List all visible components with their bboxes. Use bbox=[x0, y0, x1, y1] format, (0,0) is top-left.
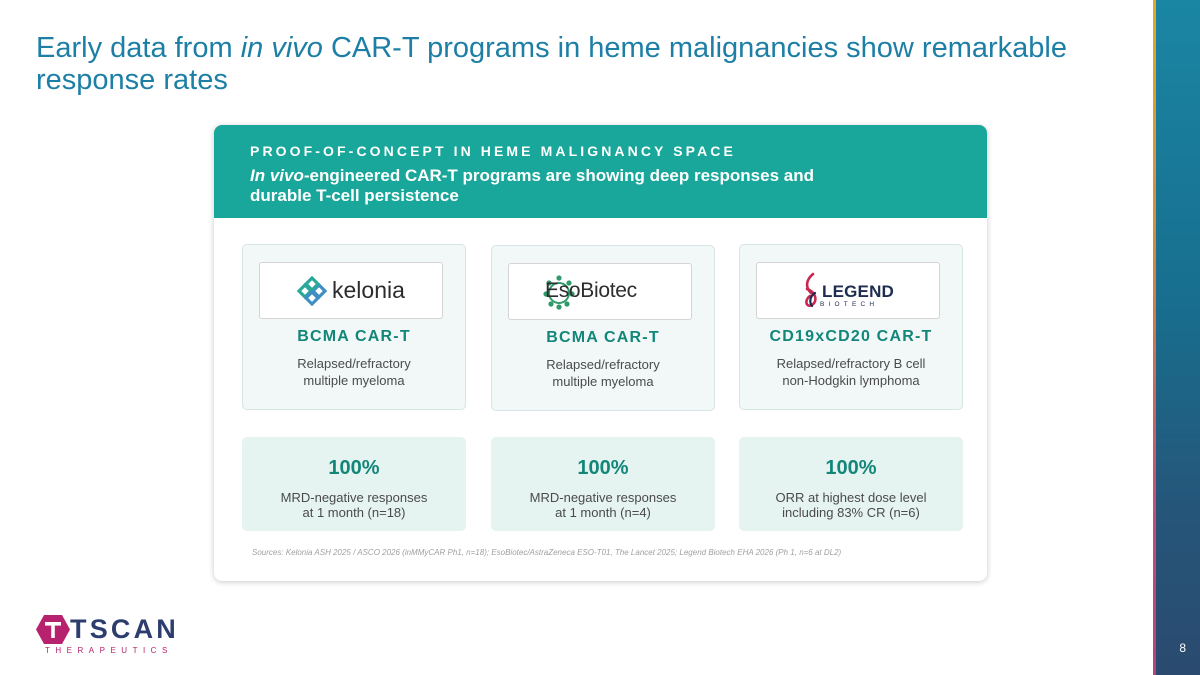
stat-box-esobiotec: 100% MRD-negative responses at 1 month (… bbox=[491, 437, 715, 531]
legend-wordmark-sub: BIOTECH bbox=[820, 301, 879, 308]
stat-label: MRD-negative responses at 1 month (n=4) bbox=[491, 490, 715, 520]
title-italic: in vivo bbox=[240, 32, 323, 64]
legend-logo: LEGEND BIOTECH bbox=[756, 262, 940, 319]
card-eyebrow: PROOF-OF-CONCEPT IN HEME MALIGNANCY SPAC… bbox=[250, 143, 736, 159]
stat-line-2: at 1 month (n=4) bbox=[555, 505, 651, 520]
esobiotec-logo: EsoBiotec bbox=[508, 263, 692, 320]
headline-rest: -engineered CAR-T programs are showing d… bbox=[250, 166, 814, 205]
stat-line-1: MRD-negative responses bbox=[280, 490, 428, 505]
program-target: BCMA CAR-T bbox=[546, 329, 660, 346]
program-target: CD19xCD20 CAR-T bbox=[769, 328, 933, 345]
stat-line-2: including 83% CR (n=6) bbox=[782, 505, 920, 520]
program-card-esobiotec: EsoBiotec BCMA CAR-T Relapsed/refractory… bbox=[491, 245, 715, 411]
side-decor-bar bbox=[1154, 0, 1200, 675]
esobiotec-logo-icon bbox=[543, 275, 575, 310]
legend-logo-icon bbox=[805, 272, 817, 308]
stat-value: 100% bbox=[825, 457, 877, 479]
stat-label: MRD-negative responses at 1 month (n=18) bbox=[242, 490, 466, 520]
legend-wordmark: LEGEND bbox=[822, 282, 895, 301]
kelonia-logo: kelonia bbox=[259, 262, 443, 319]
headline-italic: In vivo bbox=[250, 166, 304, 185]
program-card-kelonia: kelonia BCMA CAR-T Relapsed/refractory m… bbox=[242, 244, 466, 410]
indication-line-2: multiple myeloma bbox=[552, 374, 654, 389]
stat-label: ORR at highest dose level including 83% … bbox=[739, 490, 963, 520]
program-target: BCMA CAR-T bbox=[297, 328, 411, 345]
esobiotec-wordmark: EsoBiotec bbox=[545, 279, 637, 302]
tscan-wordmark: TSCAN bbox=[70, 614, 179, 644]
stat-value: 100% bbox=[577, 457, 629, 479]
card-header: PROOF-OF-CONCEPT IN HEME MALIGNANCY SPAC… bbox=[214, 125, 987, 218]
program-indication: Relapsed/refractory multiple myeloma bbox=[243, 355, 465, 389]
program-indication: Relapsed/refractory B cell non-Hodgkin l… bbox=[740, 355, 962, 389]
program-indication: Relapsed/refractory multiple myeloma bbox=[492, 356, 714, 390]
indication-line-2: multiple myeloma bbox=[303, 373, 405, 388]
slide-title: Early data from in vivo CAR-T programs i… bbox=[36, 32, 1116, 96]
stat-line-2: at 1 month (n=18) bbox=[302, 505, 406, 520]
tscan-hexagon-logo-icon bbox=[36, 615, 70, 644]
kelonia-logo-icon bbox=[296, 276, 328, 306]
indication-line-1: Relapsed/refractory bbox=[546, 357, 660, 372]
stat-line-1: MRD-negative responses bbox=[529, 490, 677, 505]
indication-line-2: non-Hodgkin lymphoma bbox=[782, 373, 920, 388]
side-decor-stripe bbox=[1153, 0, 1156, 675]
title-post: CAR-T programs in heme malignancies show… bbox=[36, 32, 1067, 96]
sources-footnote: Sources: Kelonia ASH 2025 / ASCO 2026 (i… bbox=[252, 548, 842, 557]
stat-box-legend: 100% ORR at highest dose level including… bbox=[739, 437, 963, 531]
program-card-legend: LEGEND BIOTECH CD19xCD20 CAR-T Relapsed/… bbox=[739, 244, 963, 410]
indication-line-1: Relapsed/refractory B cell bbox=[776, 356, 926, 371]
stat-line-1: ORR at highest dose level bbox=[775, 490, 927, 505]
page-number: 8 bbox=[1179, 641, 1186, 655]
proof-of-concept-card: PROOF-OF-CONCEPT IN HEME MALIGNANCY SPAC… bbox=[214, 125, 987, 581]
stat-value: 100% bbox=[328, 457, 380, 479]
tscan-tagline: THERAPEUTICS bbox=[45, 646, 173, 655]
card-headline: In vivo-engineered CAR-T programs are sh… bbox=[250, 166, 850, 206]
indication-line-1: Relapsed/refractory bbox=[297, 356, 411, 371]
kelonia-wordmark: kelonia bbox=[332, 277, 405, 303]
title-pre: Early data from bbox=[36, 32, 241, 64]
stat-box-kelonia: 100% MRD-negative responses at 1 month (… bbox=[242, 437, 466, 531]
